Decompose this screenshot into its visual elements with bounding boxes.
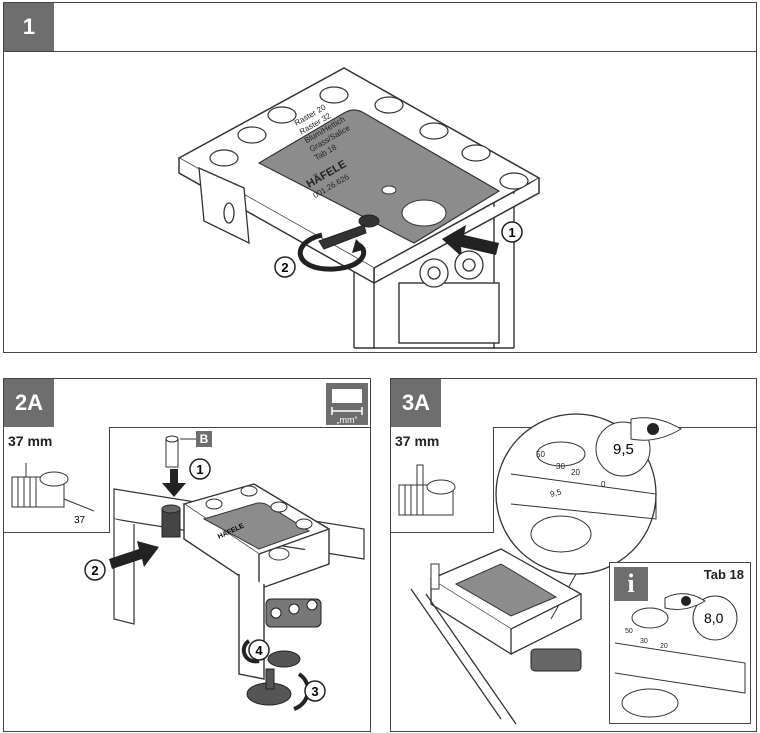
jig-drawing-step-3a: 50 30 20 0 9,5 9,5: [410, 413, 682, 725]
step-marker-2: 2: [274, 256, 296, 278]
step-1-panel: 1 HÄFELE: [3, 2, 757, 353]
svg-text:50: 50: [536, 450, 545, 459]
svg-text:1: 1: [508, 225, 515, 240]
info-icon: i: [614, 567, 648, 601]
svg-text:9,5: 9,5: [613, 441, 634, 458]
tab-label: Tab 18: [703, 567, 744, 582]
svg-text:4: 4: [255, 643, 263, 658]
eye-callout: 9,5: [595, 417, 682, 477]
inset-37mm: 37 mm 37: [4, 427, 110, 533]
svg-text:2: 2: [281, 260, 288, 275]
panel-header: 1: [4, 3, 756, 52]
callout-b: B: [180, 431, 212, 447]
svg-text:8,0: 8,0: [704, 610, 724, 626]
svg-text:30: 30: [640, 638, 648, 645]
step-marker-1: 1: [189, 458, 211, 480]
step-marker-1: 1: [501, 221, 523, 243]
step-badge: 3A: [391, 379, 441, 427]
step-marker-2: 2: [84, 559, 106, 581]
step-marker-4: 4: [248, 639, 270, 661]
svg-text:20: 20: [660, 643, 668, 650]
svg-text:9,5: 9,5: [549, 487, 563, 499]
inset-title: 37 mm: [395, 433, 440, 449]
step-badge: 1: [4, 3, 54, 51]
eye-callout: 8,0: [664, 593, 738, 641]
svg-text:30: 30: [556, 462, 565, 471]
step-marker-3: 3: [304, 680, 326, 702]
step-2a-panel: 2A „mm“ 37 mm 37: [3, 378, 371, 732]
panel-header: 2A: [4, 379, 370, 428]
svg-text:„mm“: „mm“: [337, 415, 358, 425]
svg-text:1: 1: [196, 462, 203, 477]
unit-mm-icon: „mm“: [326, 383, 368, 425]
jig-drawing-step-2a: HÄFELE: [84, 431, 365, 711]
svg-text:20: 20: [571, 468, 580, 477]
svg-text:0: 0: [601, 480, 606, 489]
svg-text:50: 50: [625, 628, 633, 635]
push-arrow: [442, 225, 499, 257]
clamp-lever: [318, 214, 380, 250]
tab18-info-inset: i Tab 18 8,0 50 30 20: [609, 562, 751, 724]
svg-text:3: 3: [311, 684, 318, 699]
inset-title: 37 mm: [8, 433, 53, 449]
svg-text:2: 2: [91, 563, 98, 578]
step-3a-panel: 3A 37 mm 50 30 20 0 9,5: [390, 378, 757, 732]
svg-text:37: 37: [74, 515, 86, 526]
inset-37mm: 37 mm: [391, 427, 494, 533]
step-badge: 2A: [4, 379, 54, 427]
svg-text:B: B: [200, 432, 209, 446]
jig-drawing-step-1: HÄFELE 001.26.626 Raster 20 Raster 32 Bl…: [177, 67, 541, 349]
